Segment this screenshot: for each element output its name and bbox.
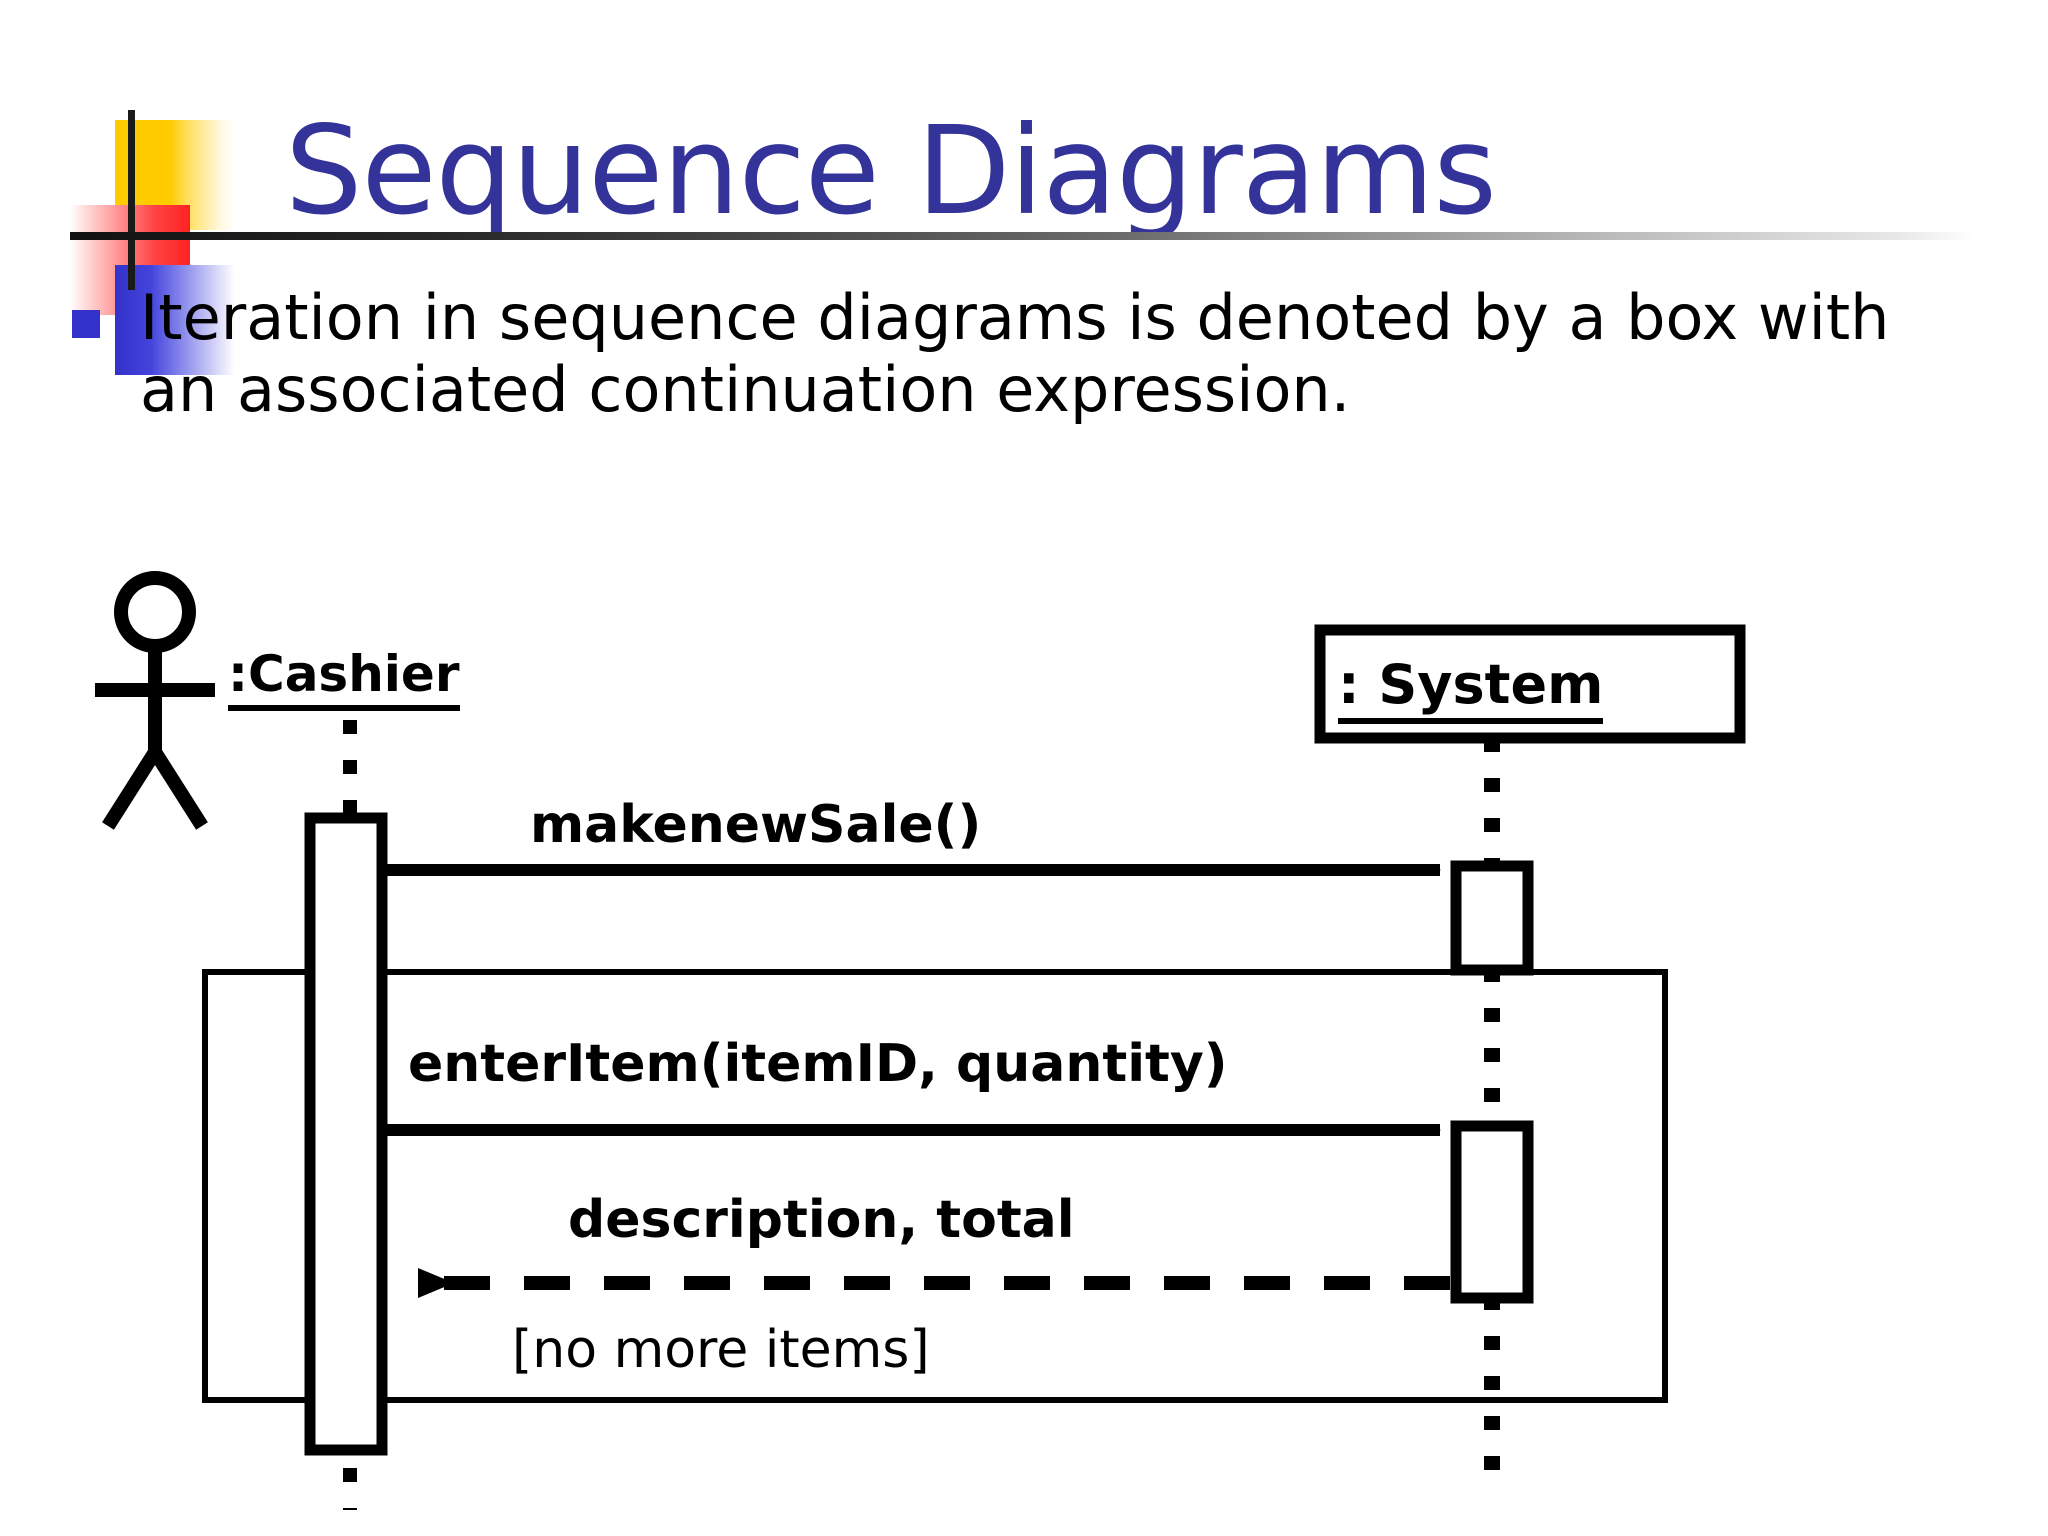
logo-blue-square [115, 265, 235, 375]
message-label-description-total: description, total [568, 1190, 1075, 1250]
logo-vertical-line [128, 110, 135, 290]
iteration-continuation-expression: [no more items] [512, 1320, 930, 1380]
participant-label-cashier: :Cashier [228, 645, 460, 711]
message-label-makenewsale: makenewSale() [530, 795, 982, 855]
participant-label-system: : System [1338, 653, 1604, 724]
bullet-item-text: Iteration in sequence diagrams is denote… [140, 281, 1890, 426]
title-divider [70, 232, 1975, 240]
template-logo [70, 110, 300, 375]
bullet-marker-icon [72, 310, 100, 338]
actor-cashier-figure [95, 571, 215, 830]
page-title: Sequence Diagrams [285, 100, 1497, 242]
activation-bar-cashier [304, 812, 388, 1456]
activation-bar-system-1 [1450, 860, 1534, 976]
activation-bar-system-2 [1450, 1120, 1534, 1304]
message-label-enteritem: enterItem(itemID, quantity) [408, 1034, 1228, 1094]
